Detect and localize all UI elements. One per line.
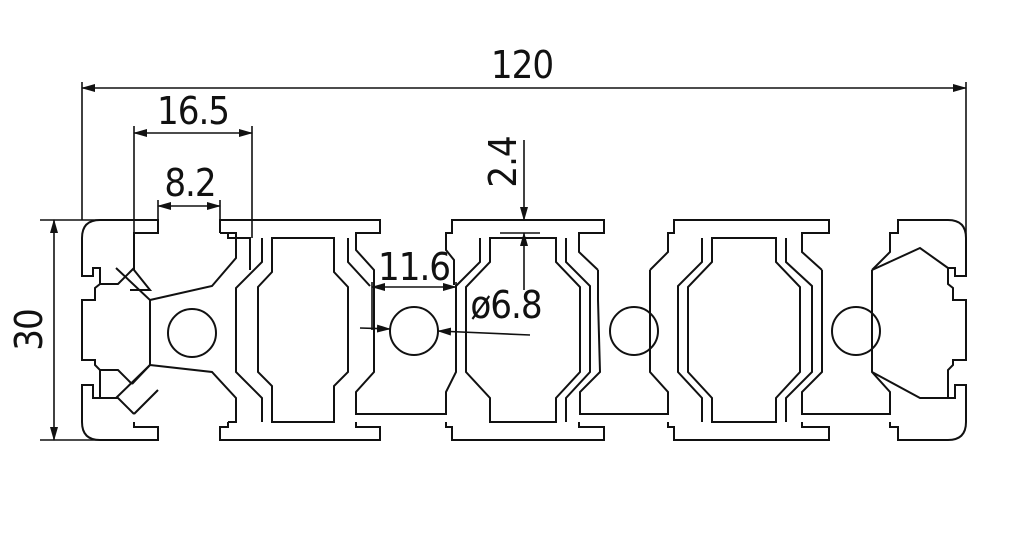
dim-slot-opening: 8.2 bbox=[157, 161, 221, 233]
dim-label-height: 30 bbox=[7, 309, 51, 351]
dim-label-slot-opening: 8.2 bbox=[164, 161, 215, 205]
core-center-2 bbox=[579, 270, 669, 415]
dim-label-wall-thickness: 2.4 bbox=[481, 136, 525, 187]
dim-overall-width: 120 bbox=[81, 43, 967, 270]
dim-label-slot-outer-width: 16.5 bbox=[157, 89, 229, 133]
dim-wall-thickness: 2.4 bbox=[481, 136, 540, 290]
hollow-chamber-2 bbox=[455, 237, 591, 423]
dim-bore-diameter: ø6.8 bbox=[359, 283, 543, 336]
dim-label-overall-width: 120 bbox=[491, 43, 553, 87]
core-left bbox=[100, 232, 237, 423]
dim-core-width: 11.6 bbox=[371, 245, 457, 330]
core-right bbox=[801, 246, 949, 415]
dim-label-bore-diameter: ø6.8 bbox=[470, 283, 541, 327]
hollow-chamber-1 bbox=[235, 237, 371, 423]
bore-hole-4 bbox=[831, 306, 881, 356]
dim-slot-outer-width: 16.5 bbox=[133, 89, 253, 238]
dim-label-core-width: 11.6 bbox=[378, 245, 450, 289]
hollow-chamber-3 bbox=[677, 237, 813, 423]
bore-hole-1 bbox=[167, 308, 217, 358]
bore-hole-2 bbox=[389, 306, 439, 356]
core-center-1 bbox=[355, 285, 457, 415]
dim-height: 30 bbox=[7, 219, 100, 441]
profile-outline bbox=[81, 219, 967, 441]
bore-hole-3 bbox=[609, 306, 659, 356]
